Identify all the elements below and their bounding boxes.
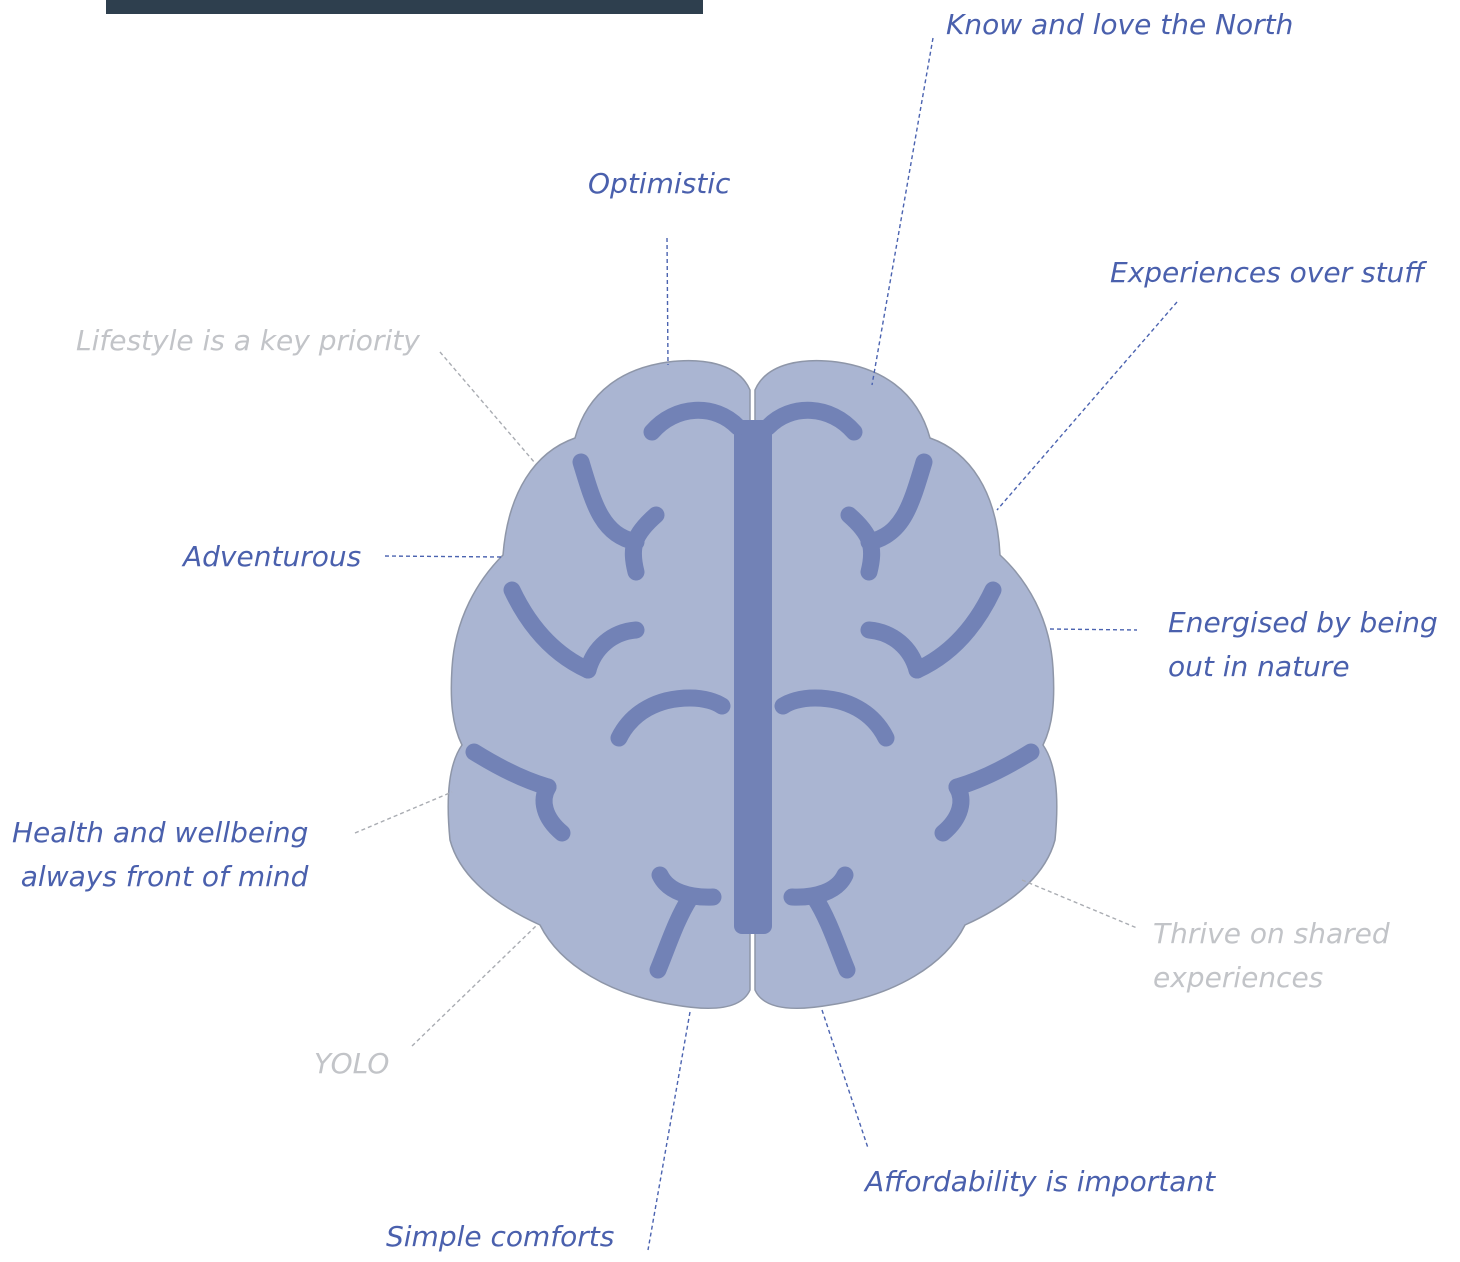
brain-left-hemisphere	[447, 359, 751, 1009]
connector-know-north	[871, 37, 934, 386]
connectors	[354, 37, 1178, 1251]
brain-icon	[447, 359, 1058, 1009]
trait-label-know-north: Know and love the North	[946, 8, 1294, 41]
connector-lifestyle	[439, 351, 536, 464]
trait-label-simple-comforts: Simple comforts	[386, 1220, 615, 1253]
connector-energised-nature	[1049, 628, 1138, 631]
brain-fold	[860, 453, 933, 551]
brain-fold	[610, 689, 731, 747]
brain-fold	[934, 778, 970, 842]
brain-fold	[643, 401, 747, 441]
connector-experiences-over-stuff	[996, 301, 1178, 511]
connector-optimistic	[666, 237, 669, 366]
connector-shared-experiences	[1021, 879, 1138, 929]
brain-fold	[624, 506, 665, 581]
brain-fold	[908, 581, 1002, 679]
brain-fold	[759, 401, 863, 441]
trait-label-lifestyle: Lifestyle is a key priority	[76, 324, 420, 357]
brain-right-hemisphere	[754, 359, 1058, 1009]
trait-label-yolo: YOLO	[314, 1047, 390, 1080]
brain-fold	[579, 621, 645, 679]
connector-simple-comforts	[647, 1011, 691, 1251]
trait-label-affordability: Affordability is important	[865, 1165, 1216, 1198]
trait-label-health-wellbeing: Health and wellbeing always front of min…	[12, 816, 309, 893]
brain-fold	[840, 506, 881, 581]
brain-fold	[651, 866, 722, 906]
trait-label-experiences-over-stuff: Experiences over stuff	[1110, 256, 1425, 289]
brain-fold	[535, 778, 571, 842]
brain-fold	[860, 621, 926, 679]
trait-label-shared-experiences: Thrive on shared experiences	[1153, 917, 1390, 994]
connector-health-wellbeing	[354, 791, 453, 834]
trait-label-optimistic: Optimistic	[588, 167, 731, 200]
brain-fold	[783, 866, 854, 906]
brain-fold	[806, 889, 856, 979]
brain-fold	[649, 889, 699, 979]
brain-central-fissure	[734, 420, 772, 934]
header-bar	[106, 0, 703, 14]
brain-fold	[774, 689, 895, 747]
trait-label-adventurous: Adventurous	[183, 540, 362, 573]
connector-yolo	[411, 924, 538, 1047]
brain-fold	[503, 581, 597, 679]
connector-affordability	[821, 1009, 869, 1149]
brain-fold	[572, 453, 645, 551]
connector-adventurous	[384, 555, 503, 558]
trait-label-energised-nature: Energised by being out in nature	[1168, 606, 1438, 683]
